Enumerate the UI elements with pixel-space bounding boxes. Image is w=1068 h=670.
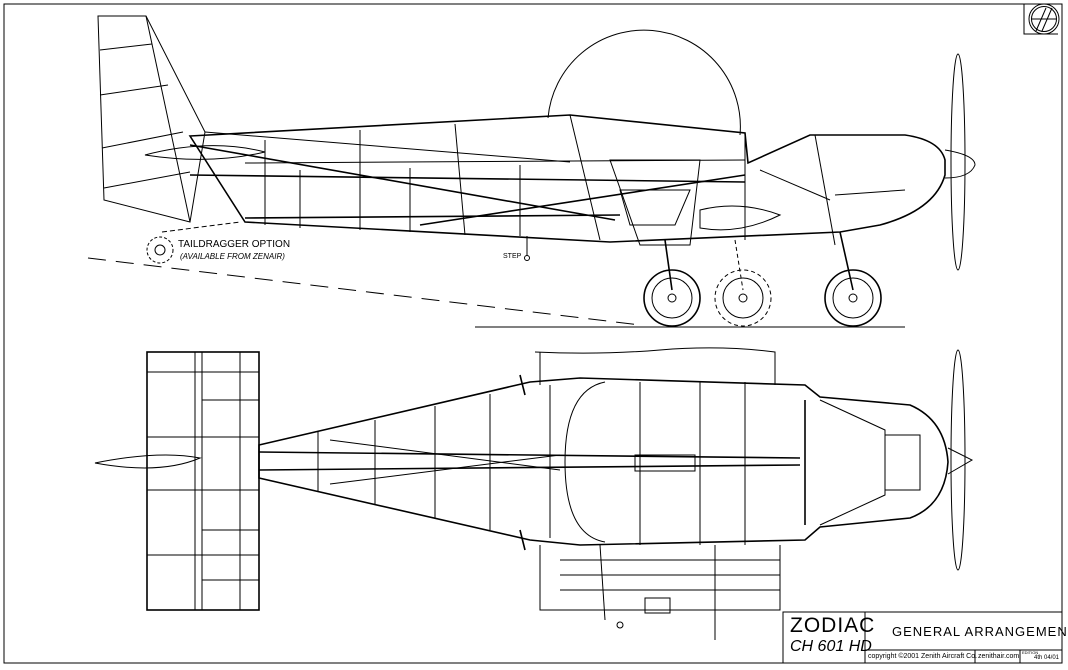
model-name: ZODIAC	[790, 614, 876, 637]
wing-top	[534, 347, 776, 385]
spinner	[944, 149, 976, 179]
propeller-side	[950, 53, 966, 271]
fuselage-side	[188, 114, 946, 243]
edition-value: 4th 04/01	[1034, 655, 1060, 661]
title-block	[782, 611, 1062, 663]
model-code: CH 601 HD	[790, 638, 872, 655]
horizontal-tail	[146, 351, 260, 611]
copyright: copyright ©2001 Zenith Aircraft Co.	[868, 653, 978, 660]
taildragger-label: TAILDRAGGER OPTION	[178, 239, 291, 250]
edition-label: EDITION	[1022, 650, 1039, 655]
step-label: STEP	[503, 253, 522, 260]
drawing-frame	[3, 3, 1063, 664]
fuselage-top	[258, 377, 949, 546]
tailwheel-option	[146, 221, 241, 264]
canopy-outline	[547, 29, 741, 136]
taildragger-note: (AVAILABLE FROM ZENAIR)	[180, 252, 285, 261]
propeller-top	[950, 349, 966, 571]
wheel-alternate	[714, 269, 772, 327]
top-view	[94, 347, 974, 640]
vertical-tail	[97, 15, 206, 223]
wheel	[643, 269, 701, 327]
rudder-top	[94, 454, 202, 469]
website: zenithair.com	[978, 653, 1020, 660]
wheel	[824, 269, 882, 327]
taildragger-ground-line	[87, 257, 641, 326]
step-marker	[524, 255, 530, 261]
drawing-title: GENERAL ARRANGEMENT	[892, 624, 1068, 639]
side-view	[87, 15, 976, 328]
zenith-logo	[1023, 3, 1060, 35]
spinner-top	[947, 447, 974, 475]
